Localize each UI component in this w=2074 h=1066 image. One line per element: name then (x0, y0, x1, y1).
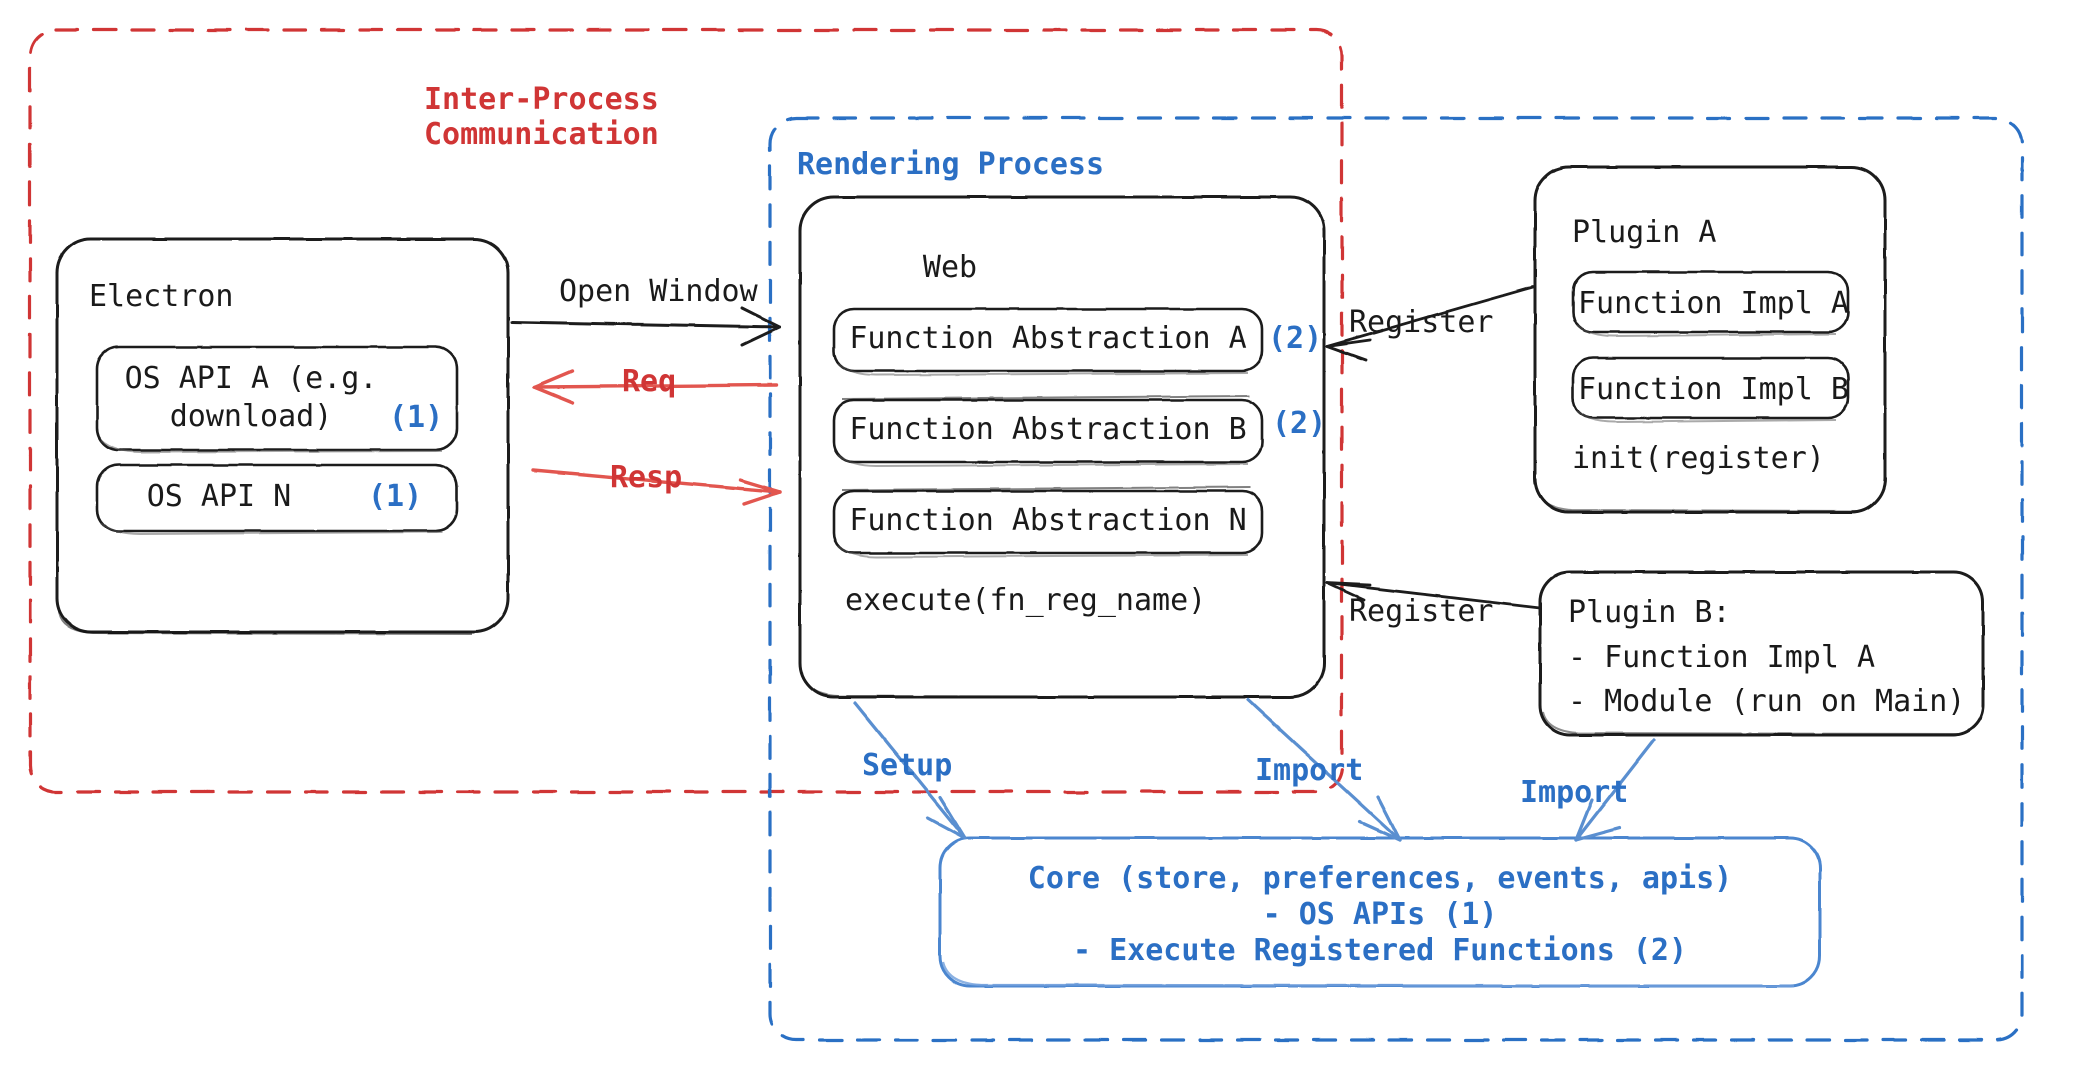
os-api-a-marker: (1) (389, 400, 444, 435)
plugin-b-line-2: - Module (run on Main) (1568, 684, 1966, 719)
electron-title: Electron (89, 279, 234, 314)
ipc-region-label-line1: Inter-Process (424, 82, 659, 117)
function-abstraction-a-marker: (2) (1268, 321, 1323, 356)
edge-label-import-plugin: Import (1520, 775, 1629, 810)
core-line-1: Core (store, preferences, events, apis) (1027, 861, 1733, 896)
edge-label-setup: Setup (862, 748, 953, 783)
plugin-b-line-1: - Function Impl A (1568, 640, 1876, 675)
rendering-process-label: Rendering Process (797, 147, 1105, 182)
edge-label-import-web: Import (1255, 753, 1364, 788)
function-abstraction-n-label[interactable]: Function Abstraction N (849, 503, 1247, 538)
ipc-region-label-line2: Communication (424, 117, 659, 152)
os-api-a-label[interactable]: OS API A (e.g. download) (124, 361, 378, 435)
plugin-b-title: Plugin B: (1568, 595, 1731, 630)
edge-label-register-a: Register (1349, 305, 1494, 340)
core-line-3: - Execute Registered Functions (2) (1072, 933, 1688, 968)
plugin-a-title: Plugin A (1572, 215, 1717, 250)
edge-label-register-b: Register (1349, 594, 1494, 629)
web-execute-note: execute(fn_reg_name) (845, 583, 1207, 618)
core-line-2: - OS APIs (1) (1262, 897, 1498, 932)
function-abstraction-a-label[interactable]: Function Abstraction A (849, 321, 1247, 356)
web-title: Web (922, 250, 978, 285)
edge-label-resp: Resp (610, 460, 683, 495)
edge-label-req: Req (622, 364, 677, 399)
function-impl-b-label[interactable]: Function Impl B (1578, 372, 1849, 407)
plugin-a-init-note: init(register) (1572, 441, 1825, 476)
function-impl-a-label[interactable]: Function Impl A (1578, 286, 1849, 321)
os-api-n-label[interactable]: OS API N (146, 479, 292, 514)
function-abstraction-b-label[interactable]: Function Abstraction B (849, 412, 1247, 447)
edge-label-open-window: Open Window (559, 274, 758, 309)
arrow-open-window (510, 306, 782, 347)
os-api-n-marker: (1) (368, 479, 423, 514)
function-abstraction-b-marker: (2) (1272, 406, 1327, 441)
